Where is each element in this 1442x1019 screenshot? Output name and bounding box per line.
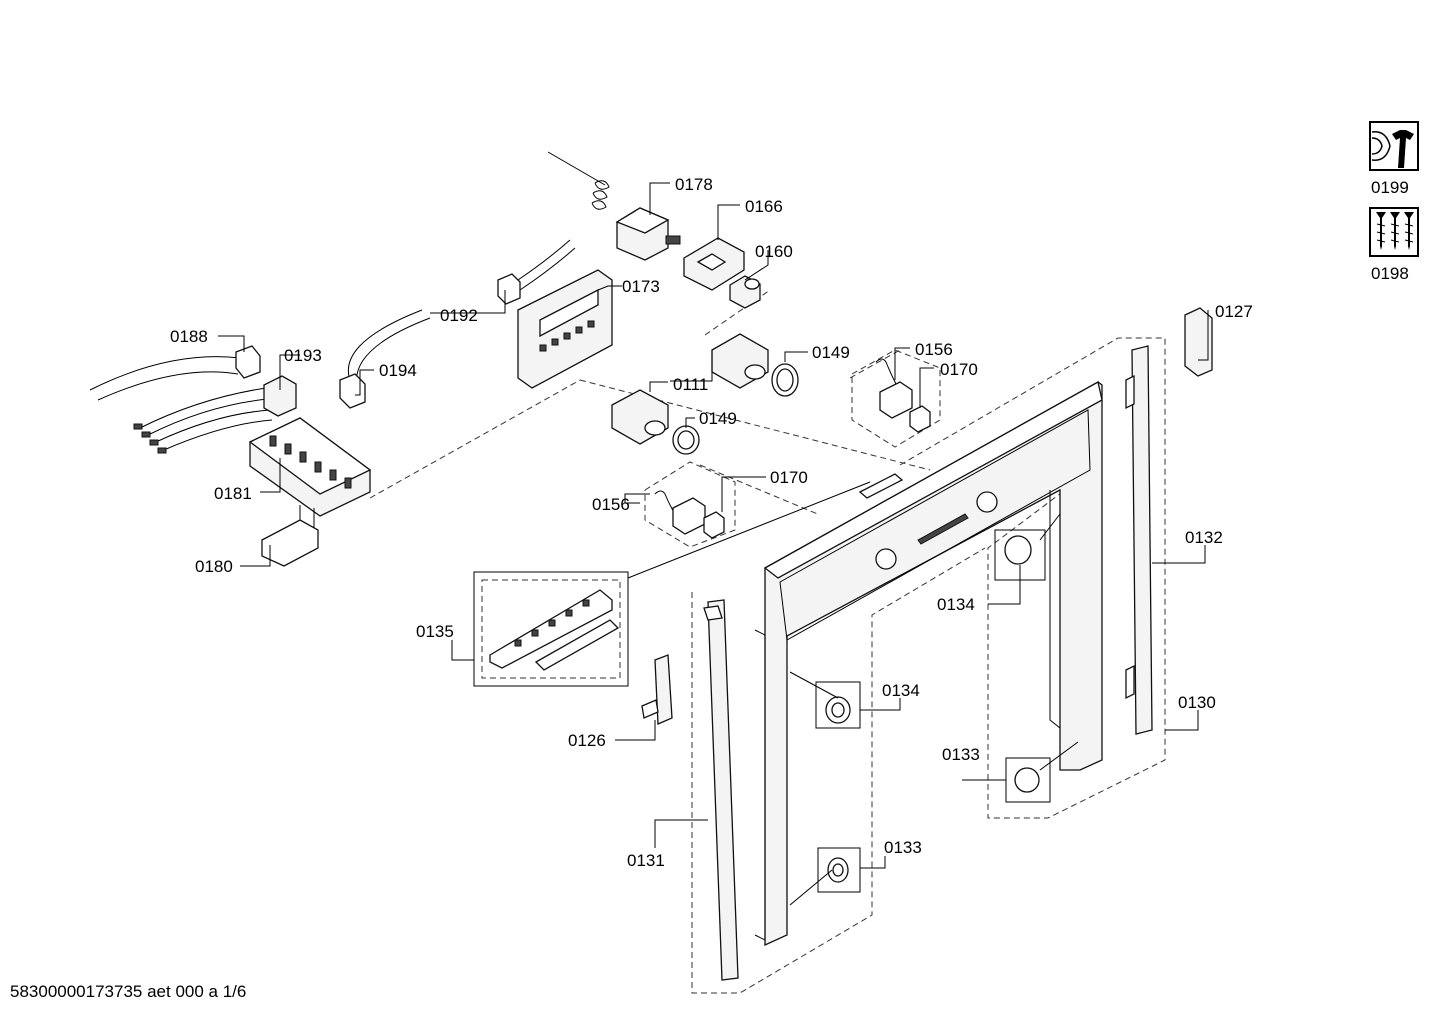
part-label-0160: 0160 [755, 242, 793, 261]
knob-ring-0149-upper [771, 363, 799, 397]
part-label-0131: 0131 [627, 851, 665, 870]
screws-icon [1369, 207, 1419, 257]
part-label-0156-lower: 0156 [592, 495, 630, 514]
side-trim-0132 [1125, 345, 1153, 735]
bracket-0127 [1184, 307, 1213, 377]
keypad-inset-0135 [473, 473, 904, 687]
part-label-0192: 0192 [440, 306, 478, 325]
part-label-0111: 0111 [673, 375, 708, 394]
part-label-0180: 0180 [195, 557, 233, 576]
part-label-0127: 0127 [1215, 302, 1253, 321]
sensor-0156-upper [875, 358, 913, 419]
bracket-0180 [261, 505, 319, 567]
thermostat-assembly [547, 151, 681, 261]
selector-switch-upper [711, 333, 769, 389]
lamp-holder-0160 [729, 275, 761, 309]
part-label-0134-lower: 0134 [882, 681, 920, 700]
wire-harness-0194 [339, 309, 431, 409]
connector-0192 [497, 239, 576, 305]
part-label-0149-upper: 0149 [812, 343, 850, 362]
part-label-0170-upper: 0170 [940, 360, 978, 379]
terminal-block-0193 [133, 375, 297, 454]
part-label-0166: 0166 [745, 197, 783, 216]
part-labels: 0178 0166 0160 0173 0192 0188 0193 0194 … [170, 175, 1253, 870]
part-label-0170-lower: 0170 [770, 468, 808, 487]
part-label-0133-lower: 0133 [884, 838, 922, 857]
part-label-0132: 0132 [1185, 528, 1223, 547]
part-label-0173: 0173 [622, 277, 660, 296]
knob-ring-0149-lower [672, 425, 700, 455]
plug-0134-lower [815, 681, 861, 729]
legend-label-0199: 0199 [1371, 178, 1409, 197]
part-label-0135: 0135 [416, 622, 454, 641]
part-label-0133-upper: 0133 [942, 745, 980, 764]
leader-lines [218, 182, 1209, 906]
part-label-0149-lower: 0149 [699, 409, 737, 428]
bracket-0126 [641, 654, 673, 725]
part-label-0194: 0194 [379, 361, 417, 380]
part-label-0134-upper: 0134 [937, 595, 975, 614]
document-footer: 58300000173735 aet 000 a 1/6 [10, 982, 247, 1001]
part-label-0188: 0188 [170, 327, 208, 346]
plug-0133-lower [817, 847, 861, 893]
legend: 0199 0198 [1369, 121, 1419, 283]
part-label-0156-upper: 0156 [915, 340, 953, 359]
plug-0134-upper [994, 529, 1046, 581]
legend-label-0198: 0198 [1371, 264, 1409, 283]
sensor-0156-lower [654, 490, 706, 535]
plug-0170-lower [703, 511, 725, 539]
part-label-0181: 0181 [214, 484, 252, 503]
part-label-0178: 0178 [675, 175, 713, 194]
side-trim-0131 [703, 599, 739, 981]
part-label-0126: 0126 [568, 731, 606, 750]
part-label-0130: 0130 [1178, 693, 1216, 712]
relay-board-0181 [248, 417, 372, 517]
control-panel-frame [754, 381, 1103, 947]
wire-harness-0188 [89, 345, 261, 401]
plug-0133-upper [1005, 757, 1051, 803]
selector-switch-0111 [611, 389, 669, 445]
part-label-0193: 0193 [284, 346, 322, 365]
wrench-icon [1369, 121, 1419, 171]
control-module-0173 [517, 269, 613, 389]
plug-0170-upper [909, 405, 931, 433]
